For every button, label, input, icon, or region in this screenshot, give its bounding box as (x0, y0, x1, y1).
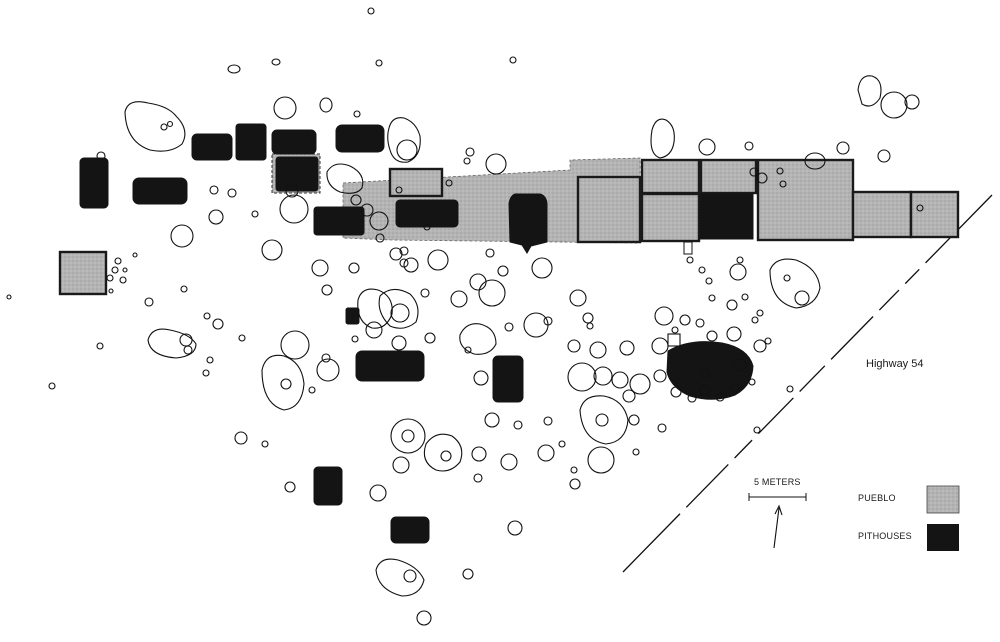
legend: PUEBLO PITHOUSES (858, 485, 960, 551)
legend-label-pithouses: PITHOUSES (858, 531, 912, 541)
scale-label: 5 METERS (754, 477, 801, 487)
highway-edge-line (622, 194, 993, 573)
pithouses (79, 123, 754, 544)
legend-label-pueblo: PUEBLO (858, 493, 896, 503)
excavated-pits (6, 7, 924, 626)
highway-label: Highway 54 (866, 358, 923, 370)
pueblo-rooms (58, 158, 960, 296)
scale-bar (748, 493, 807, 501)
north-arrow-icon (773, 504, 783, 549)
legend-swatch-pueblo (926, 485, 960, 514)
legend-swatch-pithouses (927, 524, 959, 551)
